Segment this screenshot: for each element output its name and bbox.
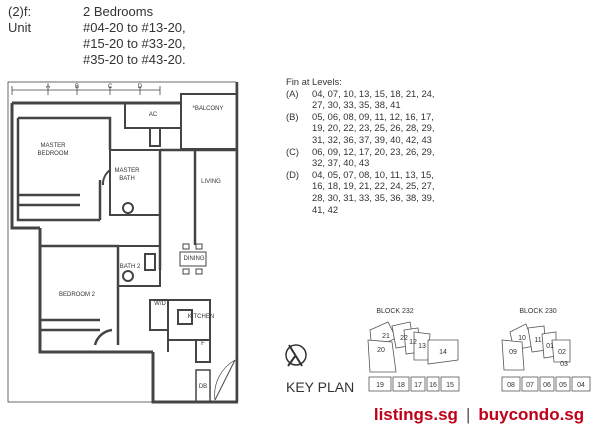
block-232 [367,321,460,392]
unit-number: 10 [518,335,526,342]
unit-number: 17 [414,382,422,389]
unit-number: 21 [382,333,390,340]
fin-row-d: (D) 04, 05, 07, 08, 10, 11, 13, 15, 16, … [286,169,492,215]
room-label-db: DB [199,384,207,390]
brand-separator: | [465,405,471,424]
unit-number: 05 [559,382,567,389]
unit-number: 09 [509,349,517,356]
fin-marker: C [108,84,113,90]
fin-marker: B [75,84,79,90]
unit-line: #15-20 to #33-20, [83,36,186,51]
fin-levels-line: 32, 37, 40, 43 [312,157,370,169]
key-plan-label: KEY PLAN [286,379,354,395]
unit-number: 11 [534,337,541,344]
fin-levels-line: 06, 09, 12, 17, 20, 23, 26, 29, [312,145,435,157]
unit-number: 22 [400,335,408,342]
master-bedroom [16,116,112,222]
room-label-ac: AC [149,112,158,118]
dining-table [179,243,207,275]
brand-watermark: listings.sg | buycondo.sg [362,400,596,430]
entrance [195,359,236,403]
fin-levels-line: 41, 42 [312,203,339,215]
room-label-bedroom-2: BEDROOM 2 [59,292,96,298]
balcony [180,93,238,150]
brand-right: buycondo.sg [478,405,585,424]
room-label-living: LIVING [201,179,221,185]
room-label-master-bedroom: MASTER [40,143,66,149]
fin-levels-line: 28, 30, 31, 33, 35, 36, 38, 39, [312,191,435,203]
room-label-master-bath: MASTER [114,168,140,174]
block-230-label: BLOCK 230 [519,308,556,315]
unit-number: 01 [546,343,554,350]
living-walls [158,82,239,402]
unit-number: 07 [526,382,534,389]
fin-marker: A [46,84,50,90]
dimension-line [7,81,237,403]
fin-row-c: (C) 06, 09, 12, 17, 20, 23, 26, 29, 32, … [286,146,492,169]
fin-levels-line: 19, 20, 22, 23, 25, 26, 28, 29, [312,122,435,134]
unit-number: 04 [577,382,585,389]
fin-levels-line: 05, 06, 08, 09, 11, 12, 16, 17, [312,110,434,122]
fin-letter: (C) [286,145,300,157]
north-arrow-icon [285,344,307,367]
unit-number: 13 [418,343,426,350]
room-label-wd: W/D [154,301,166,307]
fin-letter: (D) [286,168,300,180]
unit-number: 18 [397,382,405,389]
fin-marker: D [138,84,143,90]
room-label-bath-2: BATH 2 [120,264,141,270]
block-232-label: BLOCK 232 [376,308,413,315]
room-label-f: F [201,341,205,347]
bedroom-2 [40,244,120,346]
kitchen [149,299,211,363]
fin-letter: (A) [286,87,299,99]
unit-line: #04-20 to #13-20, [83,20,186,35]
brand-left: listings.sg [373,405,458,424]
fin-levels-line: 04, 07, 10, 13, 15, 18, 21, 24, [312,87,435,99]
unit-number: 16 [429,382,437,389]
room-label-balcony: *BALCONY [192,106,223,112]
unit-number: 02 [558,349,566,356]
fin-letter: (B) [286,110,299,122]
unit-number: 06 [543,382,551,389]
fin-row-a: (A) 04, 07, 10, 13, 15, 18, 21, 24, 27, … [286,88,492,111]
room-label-kitchen: KITCHEN [188,314,214,320]
unit-line: #35-20 to #43-20. [83,52,186,67]
block-230 [501,323,591,392]
unit-number: 20 [377,347,385,354]
room-label-dining: DINING [184,256,205,262]
fin-legend-title: Fin at Levels: [286,76,342,87]
plan-title: 2 Bedrooms [83,4,154,19]
fin-row-b: (B) 05, 06, 08, 09, 11, 12, 16, 17, 19, … [286,111,492,146]
room-label-master-bedroom: BEDROOM [37,151,68,157]
block-232-units: 21 22 12 13 20 14 19 18 17 16 15 [376,333,454,389]
fin-levels-line: 31, 32, 36, 37, 39, 40, 42, 43 [312,133,432,145]
room-label-master-bath: BATH [119,176,135,182]
unit-number: 03 [560,361,568,368]
floor-plan [7,81,239,404]
fin-levels-line: 27, 30, 33, 35, 38, 41 [312,99,401,111]
fin-legend: Fin at Levels: (A) 04, 07, 10, 13, 15, 1… [286,76,492,215]
plan-code: (2)f: [8,4,32,19]
block-230-units: 10 11 01 02 09 03 08 07 06 05 04 [507,335,585,389]
unit-number: 08 [507,382,515,389]
fin-levels-line: 16, 18, 19, 21, 22, 24, 25, 27, [312,180,435,192]
unit-number: 19 [376,382,384,389]
unit-number: 15 [446,382,454,389]
unit-label: Unit [8,20,32,35]
fin-levels-line: 04, 05, 07, 08, 10, 11, 13, 15, [312,168,434,180]
unit-list: #04-20 to #13-20, #15-20 to #33-20, #35-… [83,20,186,68]
unit-number: 14 [439,349,447,356]
unit-number: 12 [409,339,417,346]
